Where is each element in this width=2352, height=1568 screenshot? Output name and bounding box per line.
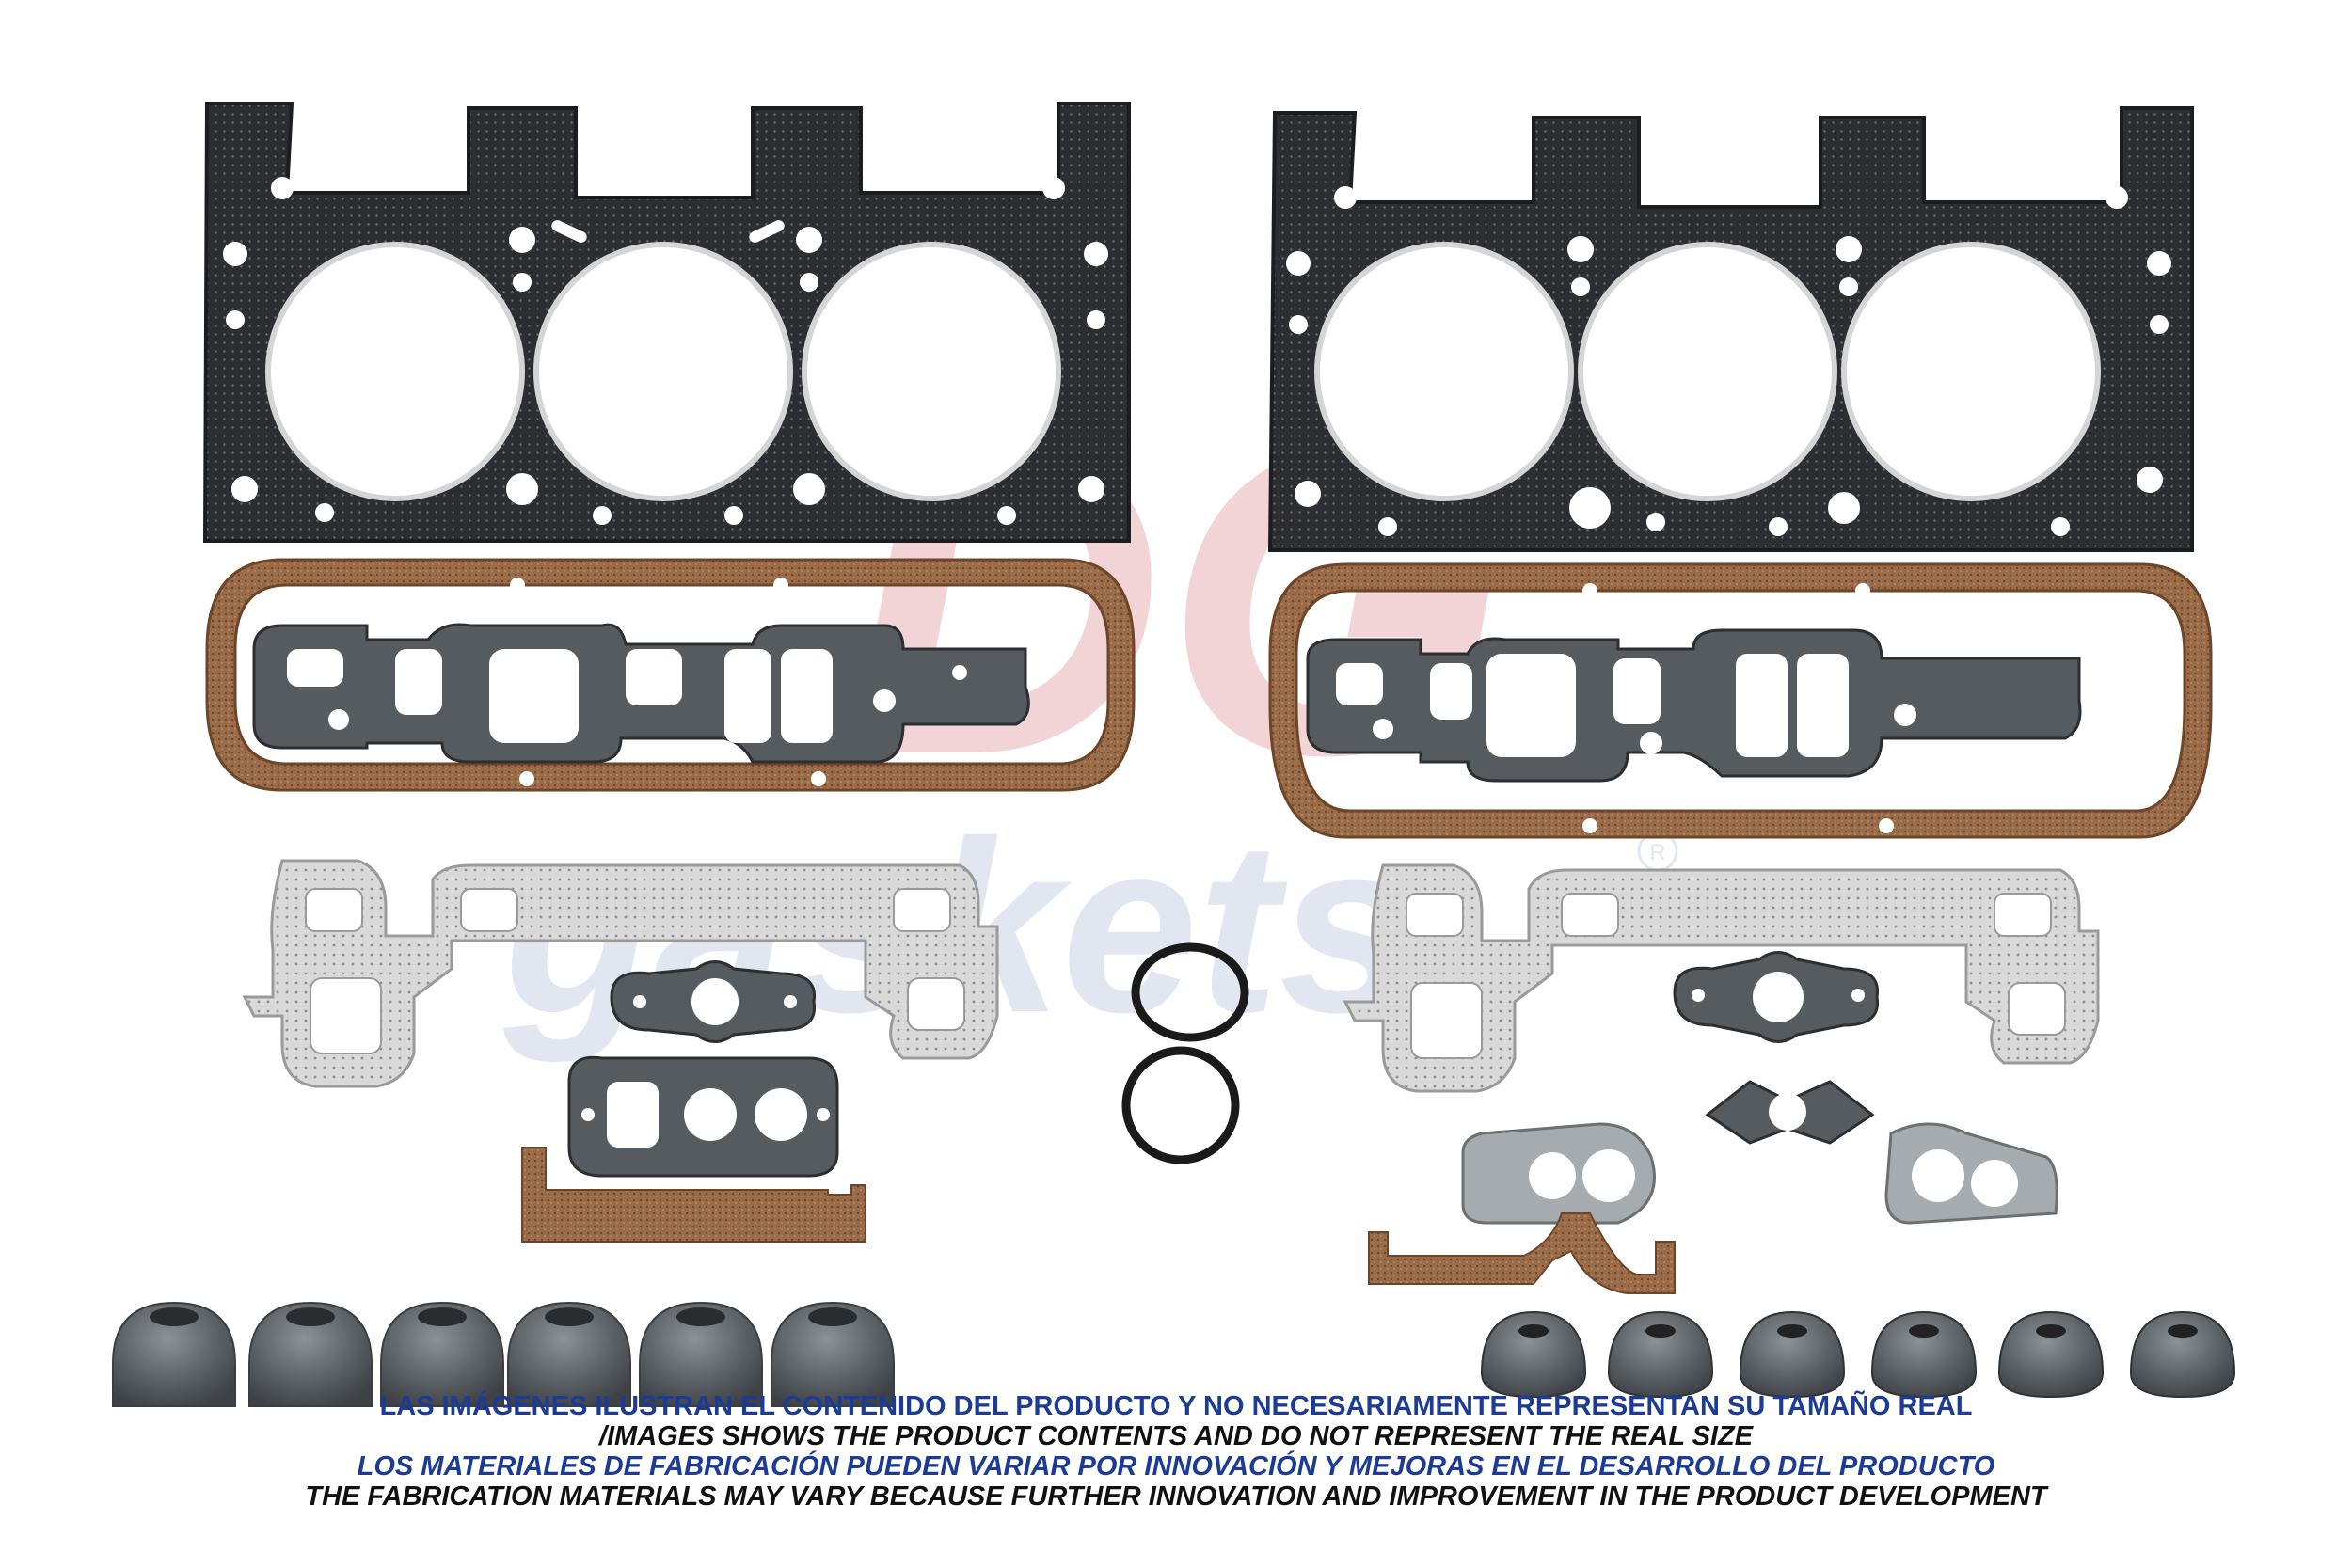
o-ring-upper <box>1131 942 1249 1042</box>
disclaimer-line-1: LAS IMÁGENES ILUSTRAN EL CONTENIDO DEL P… <box>379 1391 1973 1421</box>
valve-seal <box>380 1301 504 1407</box>
valve-seal <box>771 1301 895 1407</box>
head-gasket-left <box>202 102 1131 543</box>
valve-seal <box>1480 1310 1587 1399</box>
disclaimer-line-2: /IMAGES SHOWS THE PRODUCT CONTENTS AND D… <box>598 1421 1754 1451</box>
thermostat-gasket-right <box>1705 1080 1875 1145</box>
valve-seal <box>1997 1310 2105 1399</box>
valve-seal <box>639 1301 763 1407</box>
disclaimer-line-4: THE FABRICATION MATERIALS MAY VARY BECAU… <box>305 1481 2047 1512</box>
valve-stem-seals-left <box>112 1301 895 1407</box>
head-gasket-right <box>1267 106 2194 552</box>
exhaust-gasket-right-1 <box>1343 863 2100 1093</box>
valve-cover-gasket-left <box>205 558 1136 792</box>
disclaimer-line-3: LOS MATERIALES DE FABRICACIÓN PUEDEN VAR… <box>357 1451 1995 1481</box>
water-outlet-gasket-right <box>1673 951 1880 1043</box>
bypass-gasket-right-a <box>1461 1122 1656 1225</box>
bypass-gasket-right-b <box>1884 1122 2058 1225</box>
valve-seal <box>1607 1310 1714 1399</box>
cork-strip-left <box>521 1147 866 1243</box>
valve-seal <box>507 1301 631 1407</box>
valve-seal <box>2129 1310 2236 1399</box>
intake-manifold-gasket-right <box>1306 628 2082 783</box>
valve-seal <box>248 1301 373 1407</box>
valve-seal <box>1739 1310 1846 1399</box>
valve-seal <box>1870 1310 1978 1399</box>
intake-manifold-gasket-left <box>252 623 1030 764</box>
valve-cover-gasket-right <box>1268 562 2213 839</box>
exhaust-gasket-left-1 <box>242 859 999 1088</box>
registered-mark-letter: R <box>1649 840 1665 865</box>
o-ring-lower <box>1121 1046 1240 1164</box>
thermostat-gasket-left <box>567 1055 839 1178</box>
valve-stem-seals-right <box>1480 1310 2236 1399</box>
valve-seal <box>112 1301 236 1407</box>
water-outlet-gasket-left <box>610 960 817 1043</box>
cork-strip-right <box>1368 1212 1676 1294</box>
